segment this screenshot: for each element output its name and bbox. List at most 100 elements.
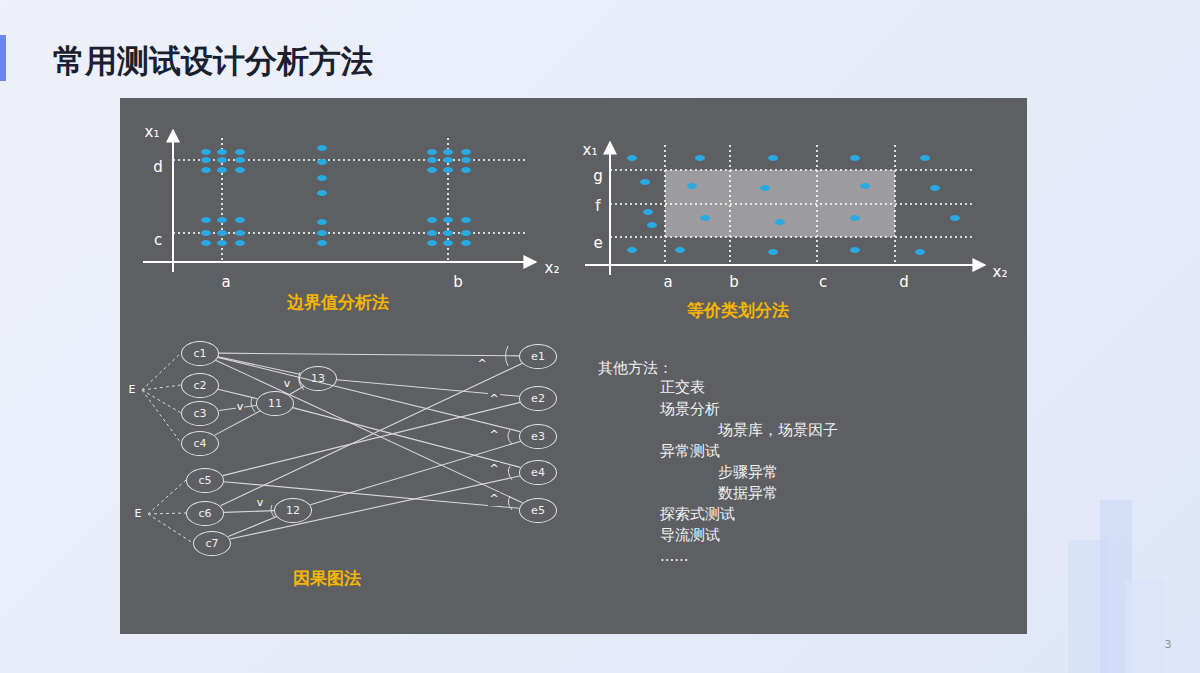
test-point [700, 215, 710, 221]
group-bracket [142, 353, 181, 390]
test-point [317, 190, 327, 196]
group-bracket [148, 513, 186, 514]
effect-node: e3 [519, 424, 557, 449]
list-item: 正交表 [660, 378, 705, 396]
node-label: c3 [193, 407, 206, 420]
test-point [675, 247, 685, 253]
test-point [695, 155, 705, 161]
node-label: e1 [531, 350, 545, 363]
group-bracket [142, 390, 181, 413]
cause-effect-line [228, 517, 277, 537]
test-point [443, 167, 453, 173]
and-symbol: ^ [488, 492, 499, 505]
group-bracket [148, 480, 186, 514]
cause-effect-line [218, 357, 520, 431]
cause-node: c3 [181, 401, 219, 426]
axis-label: x₁ [145, 123, 160, 141]
test-point [217, 217, 227, 223]
test-point [768, 249, 778, 255]
intermediate-node: 13 [299, 366, 337, 391]
test-point [317, 240, 327, 246]
axis-label: a [221, 273, 230, 291]
test-point [768, 155, 778, 161]
cause-effect-line [218, 357, 300, 374]
test-point [201, 157, 211, 163]
test-point [235, 217, 245, 223]
test-point [201, 217, 211, 223]
test-point [217, 240, 227, 246]
deco-building [1125, 580, 1165, 673]
intermediate-node: 12 [274, 498, 312, 523]
page-number: 3 [1165, 638, 1172, 651]
test-point [461, 167, 471, 173]
cause-effect-line [289, 386, 304, 394]
method-caption: 因果图法 [293, 568, 361, 588]
axis-label: x₂ [993, 263, 1008, 281]
list-subitem: 场景库，场景因子 [718, 421, 838, 439]
intermediate-node: 11 [256, 391, 294, 416]
constraint-arc [251, 398, 255, 412]
cause-effect-line [310, 441, 520, 505]
test-point [443, 217, 453, 223]
axis-label: x₂ [545, 259, 560, 277]
axis-label: a [663, 273, 672, 291]
test-point [317, 145, 327, 151]
node-label: e3 [531, 430, 545, 443]
list-subitem: 步骤异常 [718, 463, 778, 481]
test-point [760, 185, 770, 191]
node-label: c1 [193, 347, 206, 360]
slide-title: 常用测试设计分析方法 [53, 40, 373, 84]
test-points [201, 145, 471, 246]
cause-effect-line [293, 408, 521, 468]
axis-label: d [899, 273, 909, 291]
test-point [643, 209, 653, 215]
test-point [217, 149, 227, 155]
test-point [443, 157, 453, 163]
test-point [930, 185, 940, 191]
accent-bar [0, 35, 6, 81]
list-item: ...... [660, 547, 689, 565]
node-label: e5 [531, 504, 545, 517]
list-subitem: 数据异常 [718, 484, 778, 502]
test-points [627, 155, 960, 255]
node-label: e4 [531, 466, 545, 479]
test-point [201, 230, 211, 236]
group-bracket [142, 390, 181, 443]
list-item: 导流测试 [660, 526, 720, 544]
test-point [217, 230, 227, 236]
cause-node: c1 [181, 341, 219, 366]
test-point [427, 240, 437, 246]
test-point [443, 240, 453, 246]
test-point [235, 149, 245, 155]
test-point [915, 249, 925, 255]
and-symbol: ^ [476, 357, 487, 370]
test-point [647, 222, 657, 228]
test-point [317, 219, 327, 225]
and-symbol: ^ [488, 462, 499, 475]
test-point [850, 247, 860, 253]
test-point [235, 240, 245, 246]
test-point [427, 149, 437, 155]
cause-effect-line [218, 389, 257, 398]
test-point [640, 179, 650, 185]
or-symbol: v [236, 400, 245, 413]
node-label: c5 [198, 474, 211, 487]
test-point [427, 230, 437, 236]
axis-label: d [153, 158, 163, 176]
cause-node: c5 [186, 468, 224, 493]
cause-effect-line [220, 363, 522, 505]
cause-effect-line [224, 511, 274, 513]
constraint-lines [142, 346, 512, 543]
node-label: e2 [531, 392, 545, 405]
test-point [427, 167, 437, 173]
test-point [687, 183, 697, 189]
test-point [443, 149, 453, 155]
effect-node: e2 [519, 386, 557, 411]
list-item: 探索式测试 [660, 505, 735, 523]
axis-label: f [595, 197, 600, 215]
cause-node: c7 [193, 531, 231, 556]
test-point [235, 157, 245, 163]
list-heading: 其他方法： [598, 359, 673, 377]
method-caption: 边界值分析法 [287, 292, 389, 312]
